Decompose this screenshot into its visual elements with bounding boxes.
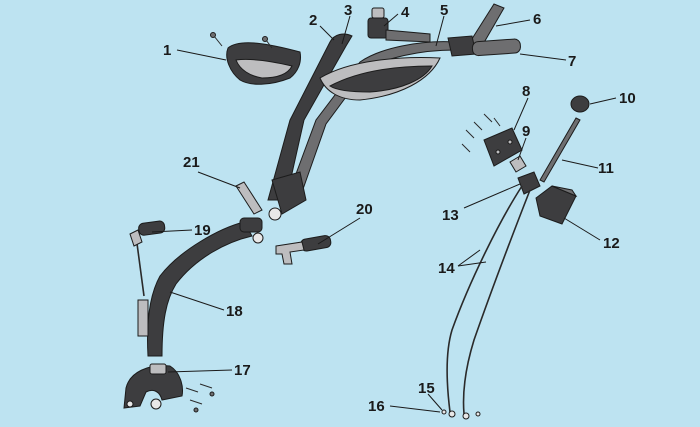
part-4-throttle-lever — [367, 7, 431, 43]
callout-17: 17 — [234, 362, 251, 379]
leader-19 — [151, 229, 193, 233]
part-7-handle-grip — [447, 35, 521, 57]
callout-19: 19 — [194, 222, 211, 239]
part-18-lower-arm — [137, 217, 264, 357]
leader-13 — [463, 183, 521, 209]
callout-15: 15 — [418, 380, 435, 397]
leader-lines — [151, 13, 617, 413]
callout-3: 3 — [344, 2, 352, 19]
callout-16: 16 — [368, 398, 385, 415]
bolts-17 — [185, 383, 215, 413]
leader-14a — [457, 249, 481, 267]
part-11-shift-lever — [539, 117, 581, 183]
callout-5: 5 — [440, 2, 448, 19]
part-1-hand-guard — [210, 32, 301, 85]
leader-18 — [169, 291, 225, 311]
callout-8: 8 — [522, 83, 530, 100]
callout-13: 13 — [442, 207, 459, 224]
bolts-8 — [461, 113, 501, 153]
leader-20 — [317, 217, 361, 245]
callout-14: 14 — [438, 260, 455, 277]
leader-7 — [519, 53, 567, 61]
part-21-bolt — [235, 181, 263, 215]
leader-3 — [341, 15, 351, 45]
callout-labels: 1 2 3 4 5 6 7 8 9 10 11 12 13 14 15 16 1… — [163, 2, 636, 415]
leader-15 — [427, 393, 443, 411]
leader-8 — [513, 97, 529, 131]
part-13-cable-junction — [517, 171, 541, 195]
callout-7: 7 — [568, 53, 576, 70]
part-16-clip — [441, 409, 481, 417]
callout-6: 6 — [533, 11, 541, 28]
leader-21 — [197, 171, 241, 189]
callout-21: 21 — [183, 154, 200, 171]
leader-10 — [589, 97, 617, 105]
leader-9 — [517, 137, 527, 161]
leader-5 — [435, 15, 445, 47]
leader-16 — [389, 405, 441, 413]
callout-20: 20 — [356, 201, 373, 218]
leader-17 — [167, 369, 233, 373]
callout-10: 10 — [619, 90, 636, 107]
callout-11: 11 — [598, 160, 614, 177]
leader-14b — [457, 261, 487, 267]
leader-1 — [176, 49, 227, 61]
part-2-handlebar-frame — [267, 33, 456, 221]
leader-2 — [319, 25, 335, 41]
part-10-knob — [570, 95, 590, 113]
callout-1: 1 — [163, 42, 171, 59]
leader-11 — [561, 159, 599, 169]
leader-12 — [563, 217, 601, 241]
leader-6 — [495, 19, 531, 27]
part-20-side-grip — [275, 235, 332, 265]
part-14-control-cables — [446, 185, 531, 415]
part-12-control-box — [535, 185, 578, 225]
callout-12: 12 — [603, 235, 620, 252]
part-17-base-bracket — [123, 363, 215, 413]
part-15-cable-end — [448, 410, 470, 420]
part-8-bracket-plate — [461, 113, 523, 167]
callout-2: 2 — [309, 12, 317, 29]
leader-4 — [383, 13, 399, 27]
callout-4: 4 — [401, 4, 410, 21]
callout-18: 18 — [226, 303, 243, 320]
part-9-bolt — [509, 155, 527, 173]
callout-9: 9 — [522, 123, 530, 140]
